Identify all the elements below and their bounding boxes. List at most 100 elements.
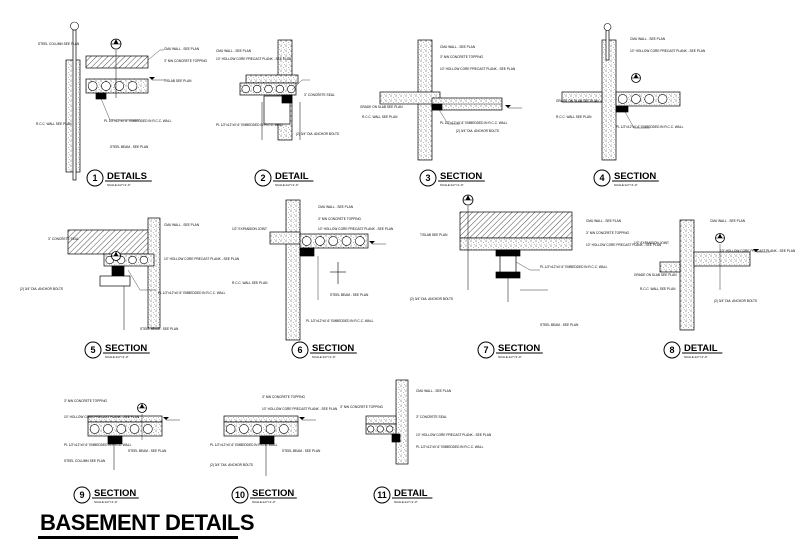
- detail-note: GRADE ON SLAB SEE PLAN: [556, 99, 599, 103]
- plank-core: [301, 236, 312, 246]
- detail-note: R.C.C. WALL SEE PLAN: [640, 287, 676, 291]
- detail-note: CMU WALL - SEE PLAN: [164, 47, 200, 51]
- plank-core: [617, 94, 628, 104]
- plank-core: [225, 424, 236, 434]
- detail-note: 3" CONCRETE SEAL: [304, 93, 335, 97]
- detail-note: 10" HOLLOW CORE PRECAST PLANK - SEE PLAN: [64, 415, 140, 419]
- cmu-wall: [395, 379, 409, 465]
- detail-note: PL 1/2"x12"x0'-6" EMBEDDED IN R.C.C. WAL…: [216, 123, 284, 127]
- detail-note: PL 1/2"x12"x0'-6" EMBEDDED IN R.C.C. WAL…: [440, 121, 508, 125]
- detail-note: 1/2" EXPANSION JOINT: [232, 227, 267, 231]
- detail-note: T/SLAB SEE PLAN: [420, 233, 448, 237]
- detail-number: 3: [425, 173, 430, 183]
- section-marker-arrow: [717, 233, 723, 238]
- slab-on-grade: [379, 91, 441, 105]
- detail-line: [147, 49, 161, 61]
- cmu-wall: [679, 219, 695, 331]
- detail-note: PL 1/2"x12"x0'-6" EMBEDDED IN R.C.C. WAL…: [540, 265, 608, 269]
- detail-scale: SCALE:1/2"=1'-0": [252, 500, 276, 504]
- detail-number: 10: [235, 490, 245, 500]
- detail-number: 11: [377, 490, 387, 500]
- detail-note: 1/2" EXPANSION JOINT: [634, 241, 669, 245]
- plank-core: [252, 424, 263, 434]
- steel-beam: [259, 435, 275, 445]
- detail-note: 10" HOLLOW CORE PRECAST PLANK - SEE PLAN: [630, 49, 706, 53]
- steel-column: [605, 29, 610, 61]
- elevation-marker-icon: [505, 105, 511, 108]
- plank-core: [252, 84, 262, 94]
- detail-number: 5: [90, 345, 95, 355]
- detail-number-bubble: [373, 486, 391, 504]
- plank-core: [116, 424, 127, 434]
- detail-title: SECTION: [614, 171, 656, 182]
- sheet-title-underline: [38, 536, 238, 539]
- detail-title: DETAIL: [684, 343, 718, 354]
- plank-core: [328, 236, 339, 246]
- steel-beam: [431, 103, 443, 111]
- detail-number: 1: [92, 173, 97, 183]
- detail-scale: SCALE:1/2"=1'-0": [684, 355, 708, 359]
- detail-number-bubble: [291, 341, 309, 359]
- steel-beam-flange: [495, 249, 521, 257]
- plank-core: [241, 84, 250, 94]
- detail-note: R.C.C. WALL SEE PLAN: [36, 122, 72, 126]
- embed-plate: [99, 275, 131, 287]
- concrete-topping: [85, 55, 149, 69]
- detail-title: SECTION: [252, 488, 294, 499]
- plank-core: [127, 81, 138, 91]
- detail-line: [437, 107, 449, 125]
- steel-beam: [107, 435, 123, 445]
- bearing-seat: [263, 95, 291, 125]
- steel-angle: [391, 433, 401, 443]
- detail-note: STEEL BEAM - SEE PLAN: [110, 145, 149, 149]
- detail-line: [99, 95, 111, 121]
- detail-note: 3" NW CONCRETE TOPPING: [318, 217, 362, 221]
- detail-number-bubble: [73, 486, 91, 504]
- detail-note: CMU WALL - SEE PLAN: [164, 223, 200, 227]
- detail-note: CMU WALL - SEE PLAN: [586, 219, 622, 223]
- plank-core: [264, 84, 273, 94]
- detail-note: STEEL BEAM - SEE PLAN: [140, 327, 179, 331]
- elevation-marker-icon: [369, 241, 375, 244]
- detail-note: PL 1/2"x12"x0'-6" EMBEDDED IN R.C.C. WAL…: [306, 319, 374, 323]
- plank-core: [129, 424, 140, 434]
- detail-note: R.C.C. WALL SEE PLAN: [232, 281, 268, 285]
- concrete-topping: [67, 229, 155, 255]
- detail-note: 10" HOLLOW CORE PRECAST PLANK - SEE PLAN: [262, 407, 338, 411]
- plank-core: [89, 424, 100, 434]
- detail-title: SECTION: [105, 343, 147, 354]
- detail-number: 8: [669, 345, 674, 355]
- slab-on-grade: [561, 91, 603, 103]
- section-marker-arrow: [465, 195, 471, 200]
- plank-core: [139, 255, 149, 265]
- detail-scale: SCALE:1/2"=1'-0": [440, 183, 464, 187]
- grid-bubble-icon: [70, 21, 79, 31]
- detail-line: [127, 269, 141, 291]
- detail-note: GRADE ON SLAB SEE PLAN: [360, 105, 403, 109]
- detail-note: STEEL COLUMN SEE PLAN: [64, 459, 106, 463]
- detail-note: 10" HOLLOW CORE PRECAST PLANK - SEE PLAN: [164, 257, 240, 261]
- steel-beam: [95, 92, 107, 100]
- detail-note: STEEL BEAM - SEE PLAN: [282, 449, 321, 453]
- detail-note: (2) 3/4" DIA. ANCHOR BOLTS: [456, 129, 499, 133]
- detail-note: CMU WALL - SEE PLAN: [710, 219, 746, 223]
- detail-title: SECTION: [498, 343, 540, 354]
- detail-note: 3" NW CONCRETE TOPPING: [586, 231, 630, 235]
- plank-core: [239, 424, 249, 434]
- details-layer: STEEL COLUMN SEE PLAN CMU WALL - SEE PLAN…: [20, 21, 796, 504]
- plank-core: [114, 81, 125, 91]
- grid-bubble-icon: [603, 23, 612, 31]
- plank-core: [103, 424, 113, 434]
- hollow-core-plank: [693, 251, 751, 267]
